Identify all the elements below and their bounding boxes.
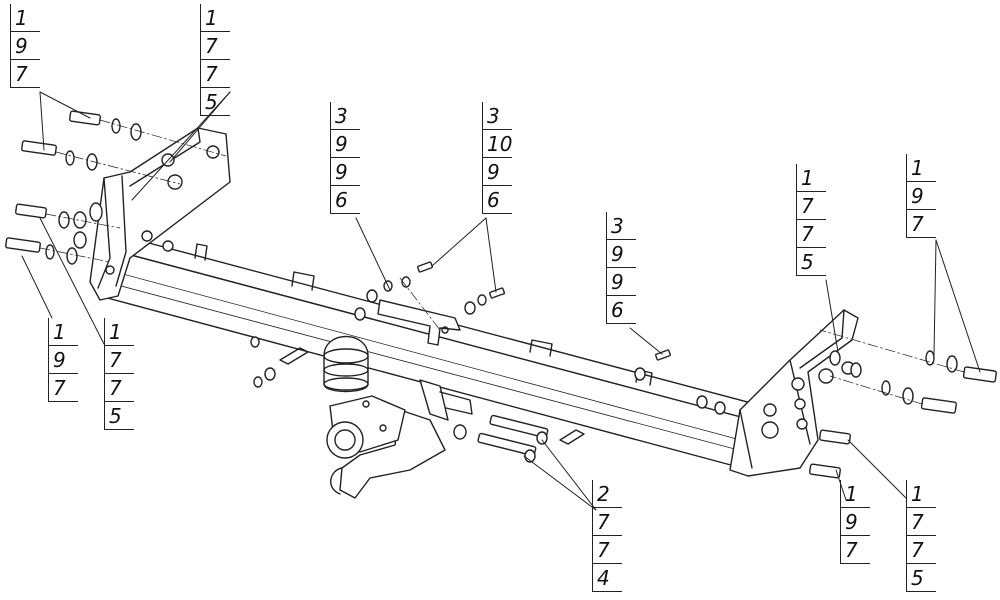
callout-value: 10: [482, 130, 512, 158]
callout-value: 7: [840, 536, 870, 564]
left-bracket: [90, 128, 230, 300]
bolts: [5, 111, 996, 478]
socket-plate: [378, 300, 460, 345]
callout-value: 6: [330, 186, 360, 214]
callout-value: 6: [606, 296, 636, 324]
callout-value: 1: [796, 164, 826, 192]
assembly-axis-lines: [40, 120, 964, 404]
callout-value: 2: [592, 480, 622, 508]
tow-ball-cap: [324, 337, 368, 392]
callout-value: 1: [104, 318, 134, 346]
callout-value: 7: [104, 374, 134, 402]
callout-value: 9: [840, 508, 870, 536]
callout-value: 5: [906, 564, 936, 592]
callout-value: 7: [200, 32, 230, 60]
callout-value: 7: [104, 346, 134, 374]
callout-value: 1: [48, 318, 78, 346]
callout-value: 9: [606, 240, 636, 268]
callout-value: 5: [796, 248, 826, 276]
washers-nuts: [46, 119, 957, 462]
callout-value: 3: [606, 212, 636, 240]
callout-value: 1: [10, 4, 40, 32]
callout-value: 9: [482, 158, 512, 186]
callout-value: 9: [330, 130, 360, 158]
callout-value: 7: [796, 220, 826, 248]
callout-value: 7: [10, 60, 40, 88]
callout-value: 7: [48, 374, 78, 402]
leader-lines: [22, 92, 980, 510]
callout-value: 5: [104, 402, 134, 430]
callout-value: 7: [906, 210, 936, 238]
callout-value: 7: [796, 192, 826, 220]
callout-value: 7: [906, 508, 936, 536]
callout-value: 9: [10, 32, 40, 60]
callout-value: 5: [200, 88, 230, 116]
tow-ball-hook: [327, 380, 472, 498]
callout-value: 9: [330, 158, 360, 186]
callout-value: 7: [906, 536, 936, 564]
crossbar-beam: [100, 238, 770, 468]
callout-value: 7: [200, 60, 230, 88]
callout-value: 9: [906, 182, 936, 210]
callout-value: 7: [592, 508, 622, 536]
callout-value: 1: [200, 4, 230, 32]
callout-value: 1: [840, 480, 870, 508]
callout-value: 6: [482, 186, 512, 214]
callout-value: 4: [592, 564, 622, 592]
callout-value: 3: [330, 102, 360, 130]
callout-value: 9: [48, 346, 78, 374]
right-bracket: [730, 310, 858, 476]
callout-value: 3: [482, 102, 512, 130]
callout-value: 9: [606, 268, 636, 296]
callout-value: 7: [592, 536, 622, 564]
callout-value: 1: [906, 154, 936, 182]
callout-value: 1: [906, 480, 936, 508]
